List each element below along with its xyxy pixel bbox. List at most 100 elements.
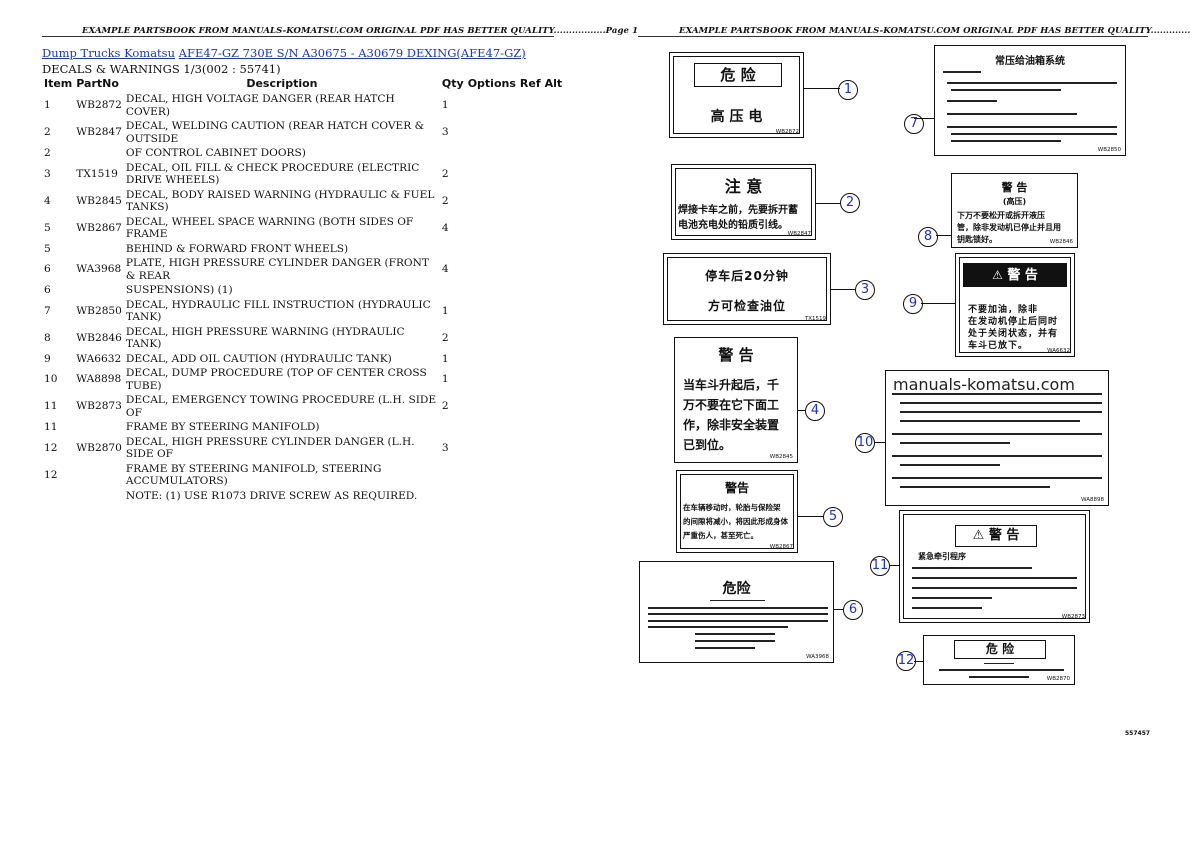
fine-print xyxy=(900,442,1010,444)
callout-10: 10 xyxy=(855,433,875,453)
fine-print xyxy=(648,613,828,615)
fine-print xyxy=(900,486,1050,488)
row-qty: 1 xyxy=(441,99,449,112)
row-empty-cell xyxy=(466,366,518,393)
leader-line xyxy=(798,410,806,411)
row-item xyxy=(42,489,74,504)
decal-line: 车斗已放下。 xyxy=(968,341,1029,351)
row-empty-cell xyxy=(518,92,543,119)
fine-print xyxy=(900,464,1000,466)
fine-print xyxy=(648,626,788,628)
row-item: 6 xyxy=(44,263,51,276)
row-qty: 1 xyxy=(441,373,449,386)
row-empty-cell xyxy=(543,352,565,367)
row-empty-cell xyxy=(466,256,518,283)
row-partno: WB2847 xyxy=(76,126,122,139)
decal-wa3968: 危险 WA3968 xyxy=(639,561,834,663)
row-item: 7 xyxy=(44,304,51,317)
row-empty-cell xyxy=(518,146,543,161)
decal-code: WB2873 xyxy=(1061,614,1085,620)
row-item: 5 xyxy=(44,242,51,255)
row-partno: WA8898 xyxy=(76,373,122,386)
decal-code: WB2872 xyxy=(775,129,799,135)
callout-6: 6 xyxy=(843,600,863,620)
fine-print xyxy=(912,567,1032,569)
row-empty-cell xyxy=(466,298,518,325)
row-partno: WA6632 xyxy=(76,352,122,365)
row-description: FRAME BY STEERING MANIFOLD, STEERING ACC… xyxy=(125,462,382,488)
col-description: Description xyxy=(246,77,318,90)
callout-12: 12 xyxy=(896,651,916,671)
row-item: 2 xyxy=(44,126,51,139)
decal-title: 常压给油箱系统 xyxy=(995,56,1065,67)
decal-body: 高 压 电 xyxy=(710,109,763,125)
fine-print xyxy=(648,607,828,609)
row-empty-cell xyxy=(543,462,565,489)
fine-print xyxy=(695,633,775,635)
decal-title: 警告 xyxy=(724,481,749,495)
row-empty-cell xyxy=(518,489,543,504)
page2-header-rule xyxy=(638,36,1148,37)
breadcrumb-link-dump-trucks[interactable]: Dump Trucks Komatsu xyxy=(42,46,175,60)
col-item: Item xyxy=(44,77,73,90)
row-item: 11 xyxy=(44,421,58,433)
decal-code: WA8898 xyxy=(1081,497,1104,503)
decal-line: 下万不要松开或拆开液压 xyxy=(957,211,1045,220)
callout-8: 8 xyxy=(918,227,938,247)
row-partno xyxy=(74,146,124,161)
row-empty-cell xyxy=(543,161,565,188)
row-empty-cell xyxy=(466,352,518,367)
decal-title: 警 告 xyxy=(718,346,754,364)
parts-table: Item PartNo Description Qty Options Ref … xyxy=(42,77,564,503)
row-description: DECAL, HIGH PRESSURE CYLINDER DANGER (L.… xyxy=(125,435,415,461)
row-partno: WB2872 xyxy=(76,99,122,112)
row-partno xyxy=(74,489,124,504)
decal-wb2847: 注 意 焊接卡车之前，先要拆开蓄 电池充电处的铅质引线。 WB2847 xyxy=(671,164,816,240)
leader-line xyxy=(834,609,844,610)
row-empty-cell xyxy=(543,119,565,146)
decal-title-text: 警 告 xyxy=(1007,268,1038,283)
row-empty-cell xyxy=(466,325,518,352)
fine-print xyxy=(939,669,1064,671)
fine-print xyxy=(947,100,997,102)
col-options: Options xyxy=(467,77,516,90)
row-description: DECAL, WHEEL SPACE WARNING (BOTH SIDES O… xyxy=(125,215,414,241)
decal-code: WA6632 xyxy=(1047,348,1070,354)
breadcrumb: Dump Trucks Komatsu AFE47-GZ 730E S/N A3… xyxy=(42,46,526,60)
row-description: DECAL, HYDRAULIC FILL INSTRUCTION (HYDRA… xyxy=(125,298,431,324)
decal-code: WB2847 xyxy=(787,231,811,237)
row-empty-cell xyxy=(543,435,565,462)
leader-line xyxy=(804,88,840,89)
row-partno: WB2845 xyxy=(76,194,122,207)
row-empty-cell xyxy=(466,146,518,161)
decal-wb2845: 警 告 当车斗升起后，千 万不要在它下面工 作，除非安全装置 已到位。 WB28… xyxy=(674,337,798,463)
leader-line xyxy=(816,203,841,204)
col-partno: PartNo xyxy=(76,77,119,90)
col-alt: Alt xyxy=(544,77,563,90)
row-empty-cell xyxy=(518,242,543,257)
row-qty: 2 xyxy=(441,331,449,344)
page2-header: EXAMPLE PARTSBOOK FROM MANUALS-KOMATSU.C… xyxy=(679,26,1190,36)
row-description: DECAL, EMERGENCY TOWING PROCEDURE (L.H. … xyxy=(125,394,437,419)
row-qty xyxy=(440,420,466,435)
row-empty-cell xyxy=(518,420,543,435)
row-empty-cell xyxy=(518,393,543,420)
row-qty: 1 xyxy=(441,352,449,365)
row-empty-cell xyxy=(543,393,565,420)
callout-11: 11 xyxy=(870,556,890,576)
row-qty: 2 xyxy=(441,400,449,413)
row-partno: WB2867 xyxy=(76,221,122,234)
decal-line: 当车斗升起后，千 xyxy=(683,378,780,392)
row-empty-cell xyxy=(518,325,543,352)
row-partno xyxy=(74,242,124,257)
leader-line xyxy=(874,442,885,443)
fine-print xyxy=(943,71,981,73)
breadcrumb-link-model[interactable]: AFE47-GZ 730E S/N A30675 - A30679 DEXING… xyxy=(178,46,526,60)
fine-print xyxy=(648,620,828,622)
